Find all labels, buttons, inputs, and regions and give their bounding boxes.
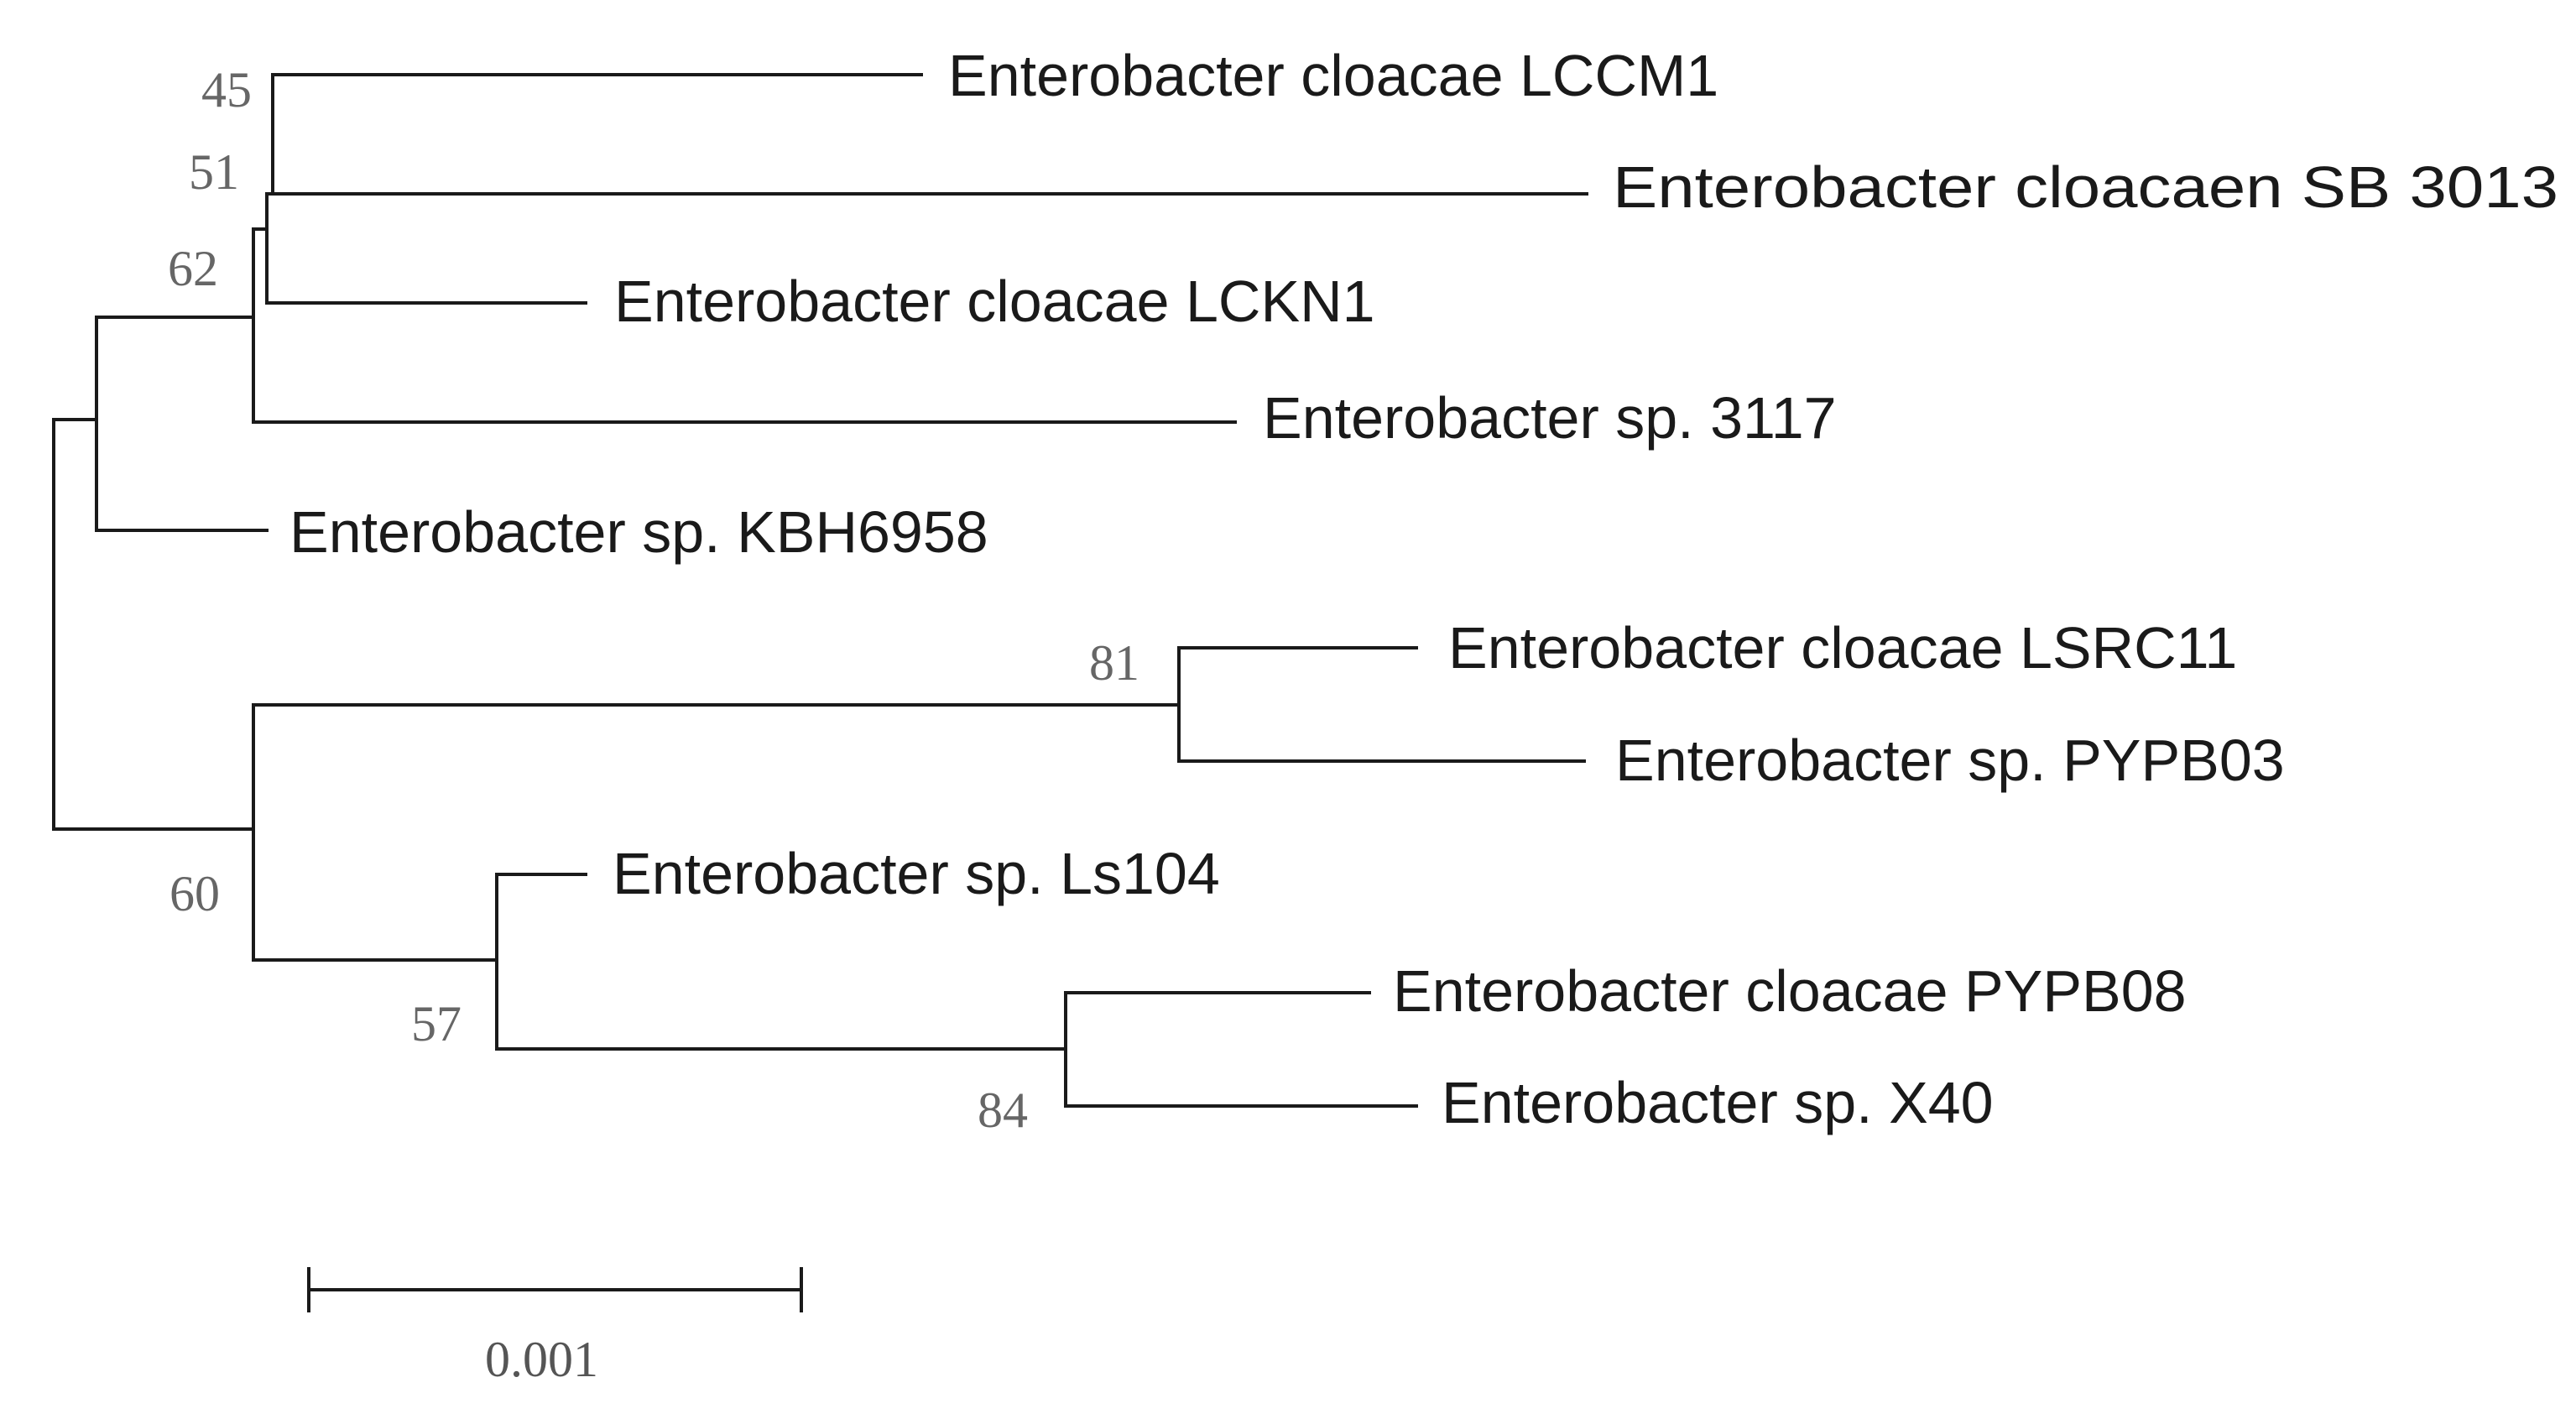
scale-bar: 0.001 (307, 1267, 803, 1387)
bootstrap-label: 60 (169, 866, 220, 921)
leaf-label-x40: Enterobacter sp. X40 (1442, 1070, 1994, 1135)
bootstrap-label: 51 (189, 144, 239, 200)
leaf-labels: Enterobacter cloacae LCCM1 Enterobacter … (289, 43, 2558, 1135)
bootstrap-label: 81 (1089, 635, 1139, 691)
bootstrap-label: 45 (201, 62, 252, 117)
leaf-label-lccm1: Enterobacter cloacae LCCM1 (948, 43, 1718, 108)
leaf-label-sp3117: Enterobacter sp. 3117 (1263, 385, 1837, 451)
leaf-label-pypb08: Enterobacter cloacae PYPB08 (1393, 958, 2187, 1024)
bootstrap-label: 84 (978, 1083, 1028, 1138)
leaf-label-sb3013: Enterobacter cloacaen SB 3013 (1613, 154, 2558, 220)
leaf-label-kbh6958: Enterobacter sp. KBH6958 (289, 499, 988, 565)
scale-bar-label: 0.001 (485, 1332, 598, 1387)
bootstrap-label: 62 (168, 241, 218, 296)
leaf-label-lckn1: Enterobacter cloacae LCKN1 (614, 269, 1375, 334)
leaf-label-ls104: Enterobacter sp. Ls104 (613, 841, 1220, 906)
tree-branches (52, 73, 1588, 1108)
bootstrap-label: 57 (411, 996, 461, 1051)
bootstrap-values: 45 51 62 81 60 57 84 (168, 62, 1139, 1138)
leaf-label-pypb03: Enterobacter sp. PYPB03 (1615, 728, 2285, 793)
leaf-label-lsrc11: Enterobacter cloacae LSRC11 (1448, 615, 2237, 681)
